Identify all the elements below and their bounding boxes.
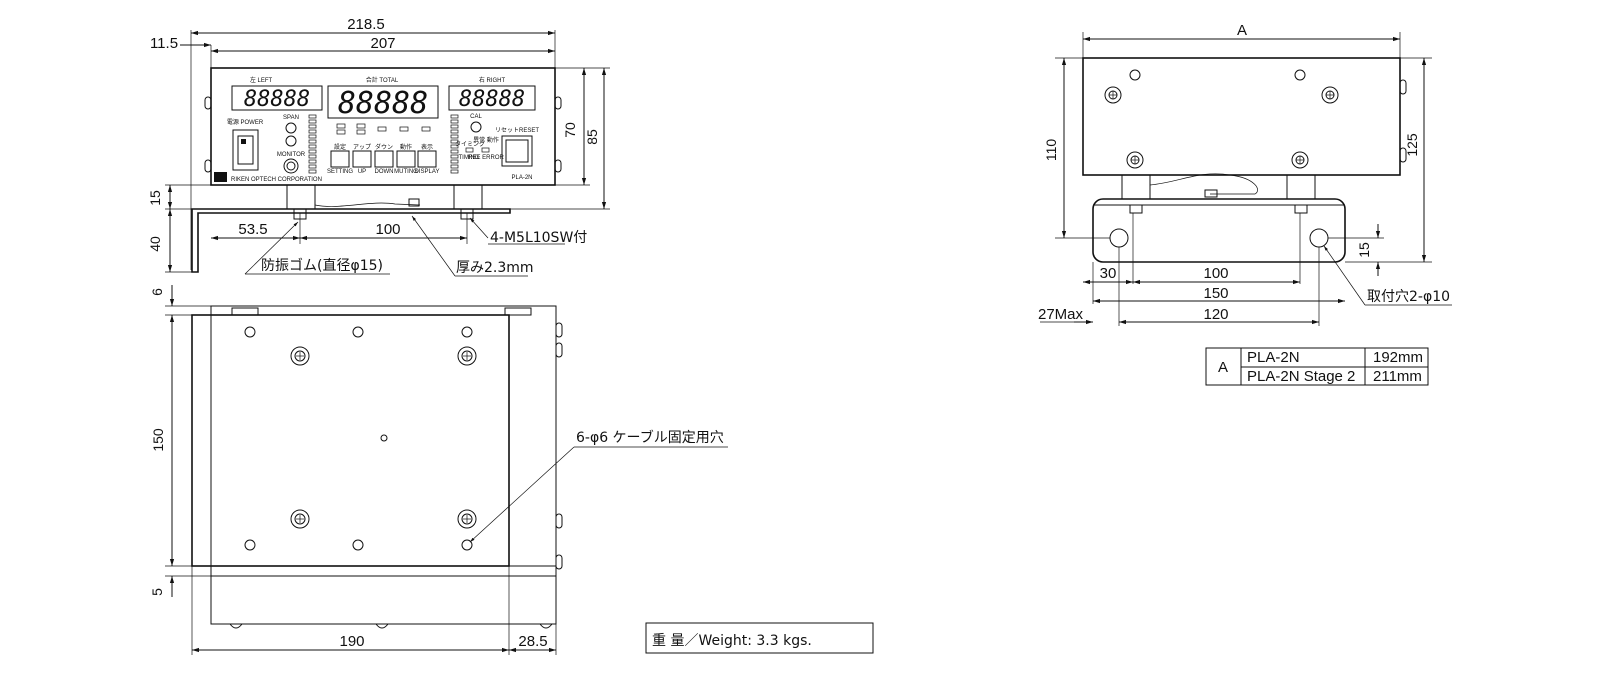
- weight-box: 重 量／Weight: 3.3 kgs.: [645, 622, 874, 654]
- screw-icon: [1291, 151, 1309, 169]
- left-display: 88888: [244, 87, 310, 112]
- dim-218-5: 218.5: [347, 16, 385, 33]
- screw-icon: [290, 509, 310, 529]
- dim-11-5: 11.5: [150, 35, 178, 52]
- mounting-callout: 取付穴2-φ10: [1367, 289, 1450, 305]
- model-label: PLA-2N: [511, 175, 532, 181]
- dim-100-side: 100: [1203, 265, 1228, 282]
- right-display: 88888: [459, 87, 525, 112]
- dim-70: 70: [562, 122, 578, 138]
- btn-muting-jp: 動作: [400, 143, 412, 151]
- dim-28-5: 28.5: [518, 633, 547, 650]
- screw-icon: [1126, 151, 1144, 169]
- cable-hole-callout: 6-φ6 ケーブル固定用穴: [576, 429, 724, 446]
- screw-icon: [1104, 86, 1122, 104]
- screw-icon: [457, 509, 477, 529]
- btn-display-en: DISPLAY: [415, 169, 440, 175]
- reset-button[interactable]: [501, 135, 533, 167]
- span-label: SPAN: [283, 115, 299, 121]
- cal-knob[interactable]: [470, 121, 482, 133]
- weight-label: 重 量／Weight: 3.3 kgs.: [652, 633, 812, 649]
- dim-207: 207: [370, 35, 395, 52]
- panel-buttons: 設定 SETTING アップ UP ダウン DOWN 動作 MUTING 表示 …: [327, 143, 439, 175]
- dim-a: A: [1237, 22, 1247, 39]
- front-view: 218.5 207 11.5 左 LEFT 合計 TOTAL 右 RIGHT 8…: [147, 16, 610, 277]
- btn-down-jp: ダウン: [375, 143, 393, 151]
- btn-up-en: UP: [358, 169, 366, 175]
- dim-100-front: 100: [375, 221, 400, 238]
- dim-6: 6: [149, 288, 165, 296]
- dim-15-side: 15: [1356, 242, 1372, 258]
- error-en-label: REE ERROR: [468, 155, 504, 161]
- monitor-jack[interactable]: [283, 158, 299, 174]
- down-button[interactable]: [374, 150, 394, 168]
- dim-27max: 27Max: [1038, 306, 1084, 323]
- btn-up-jp: アップ: [353, 144, 371, 151]
- dim-85: 85: [584, 129, 600, 145]
- btn-down-en: DOWN: [375, 169, 394, 175]
- dim-40: 40: [147, 236, 163, 252]
- table-row-value: 211mm: [1373, 368, 1422, 385]
- dim-190: 190: [339, 633, 364, 650]
- power-switch[interactable]: [232, 129, 259, 171]
- total-header: 合計 TOTAL: [366, 76, 399, 84]
- table-row-model: PLA-2N: [1247, 349, 1300, 366]
- muting-button[interactable]: [396, 150, 416, 168]
- table-row-model: PLA-2N Stage 2: [1247, 368, 1355, 385]
- dim-110: 110: [1043, 139, 1059, 162]
- side-view: A 110 125 15: [1038, 22, 1452, 326]
- timing-en-label: TIMING: [459, 155, 480, 161]
- dim-15: 15: [147, 190, 163, 206]
- timing-label: タイミング: [455, 140, 485, 148]
- total-display: 88888: [338, 86, 428, 121]
- dim-150-side: 150: [1203, 285, 1228, 302]
- right-header: 右 RIGHT: [479, 76, 506, 84]
- setting-button[interactable]: [330, 150, 350, 168]
- dim-53-5: 53.5: [238, 221, 267, 238]
- btn-setting-jp: 設定: [334, 143, 346, 151]
- power-label: 電源 POWER: [227, 118, 264, 126]
- monitor-label: MONITOR: [277, 152, 306, 158]
- table-header: A: [1218, 359, 1228, 376]
- error-label: 異常 動作: [473, 136, 499, 144]
- btn-setting-en: SETTING: [327, 169, 353, 175]
- screw-icon: [457, 346, 477, 366]
- dim-30: 30: [1100, 265, 1117, 282]
- table-row-value: 192mm: [1373, 349, 1423, 366]
- dim-5: 5: [149, 588, 165, 596]
- reset-label: リセットRESET: [495, 127, 539, 134]
- screw-icon: [1321, 86, 1339, 104]
- screw-icon: [290, 346, 310, 366]
- dim-150-top: 150: [150, 428, 166, 452]
- left-header: 左 LEFT: [250, 76, 273, 84]
- display-button[interactable]: [417, 150, 437, 168]
- cal-label: CAL: [470, 114, 482, 120]
- top-view: 6 150 5 190 28.5 6-φ6 ケーブル固定用穴: [149, 285, 728, 655]
- dim-120: 120: [1203, 306, 1228, 323]
- right-bargraph: [450, 114, 459, 174]
- btn-display-jp: 表示: [421, 143, 433, 151]
- thickness-callout: 厚み2.3mm: [456, 260, 534, 276]
- btn-muting-en: MUTING: [394, 169, 418, 175]
- dim-125: 125: [1404, 133, 1420, 157]
- left-bargraph: [308, 114, 317, 174]
- rubber-callout: 防振ゴム(直径φ15): [261, 257, 383, 274]
- up-button[interactable]: [352, 150, 372, 168]
- dimension-table: A PLA-2N 192mm PLA-2N Stage 2 211mm: [1205, 347, 1429, 386]
- brand-label: RIKEN OPTECH CORPORATION: [231, 177, 322, 183]
- screws-callout: 4-M5L10SW付: [490, 230, 587, 246]
